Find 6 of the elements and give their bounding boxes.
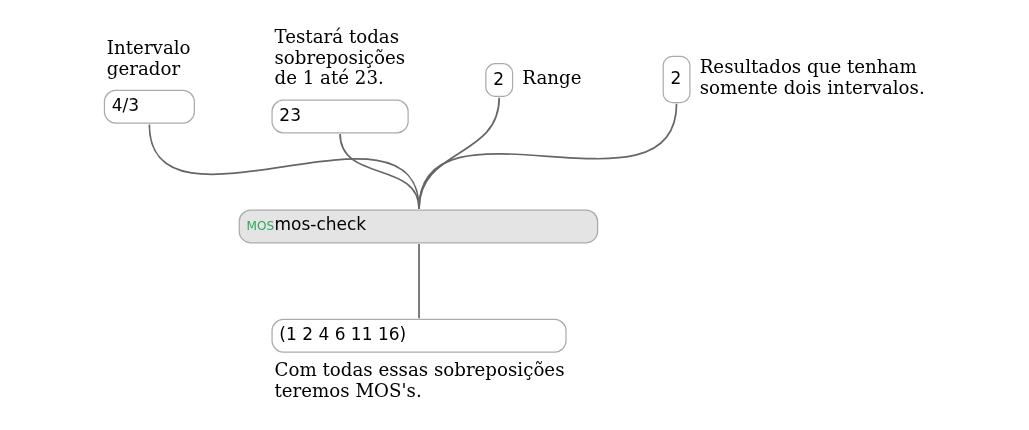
- node-label: Intervalo gerador: [106, 36, 191, 79]
- node-label: Range: [521, 66, 581, 88]
- node-label: Com todas essas sobreposições teremos MOS's.: [273, 358, 564, 401]
- connector: [417, 242, 420, 319]
- node-label: Resultados que tenham somente dois intervalos.: [699, 55, 925, 98]
- node-label: Testará todas sobreposições de 1 até 23.: [273, 25, 405, 88]
